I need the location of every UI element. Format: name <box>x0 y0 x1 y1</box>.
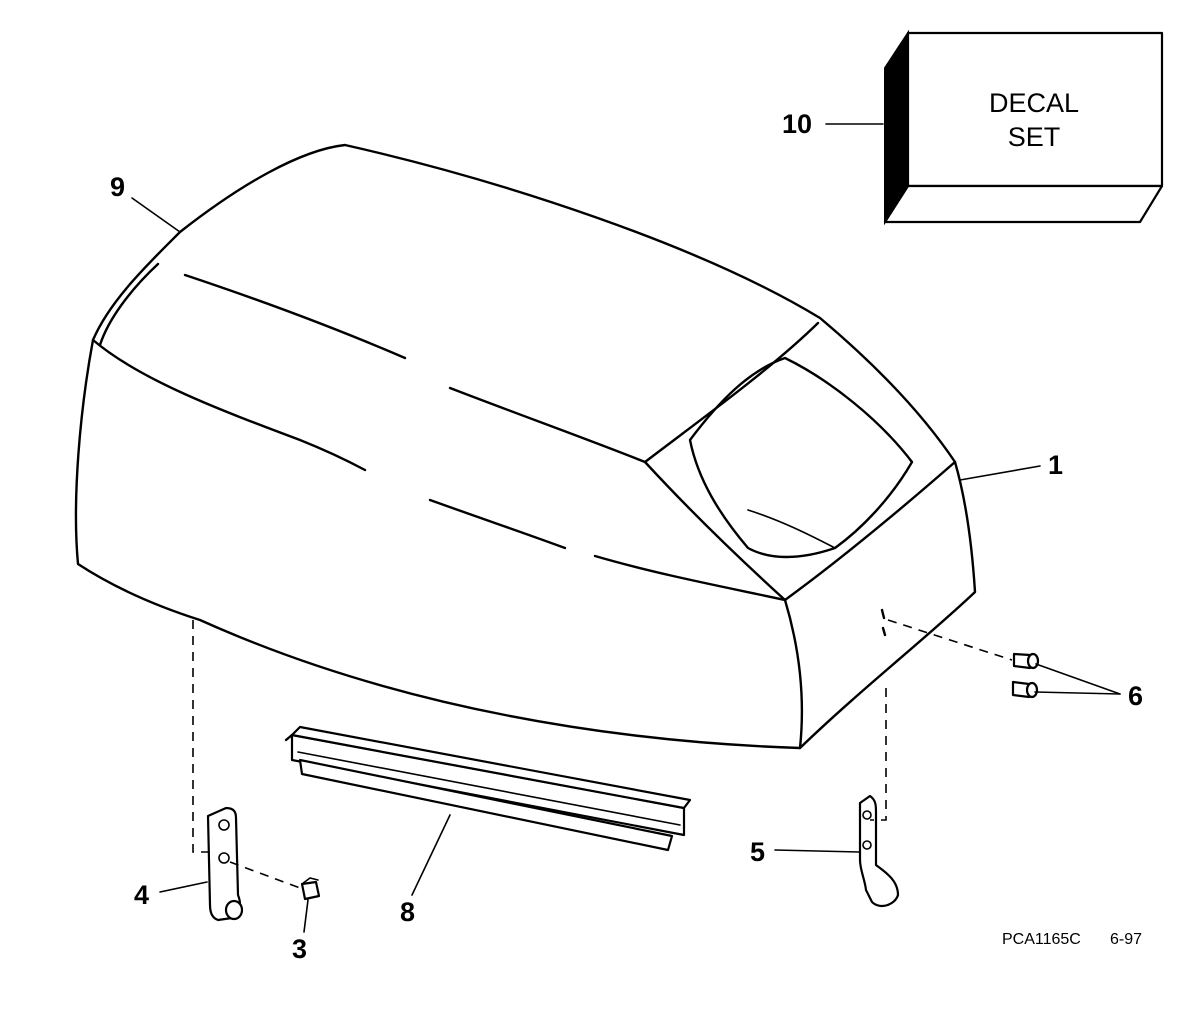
seal-strip <box>284 725 692 852</box>
figure-date: 6-97 <box>1110 931 1142 948</box>
right-bracket <box>858 794 900 908</box>
decal-label-line1: DECAL <box>989 88 1079 118</box>
assembly-lines <box>192 619 1013 889</box>
callout-6: 6 <box>1128 681 1143 711</box>
callout-numbers: 1 3 4 5 6 8 9 10 <box>110 109 1143 964</box>
callout-8: 8 <box>400 897 415 927</box>
decal-label-line2: SET <box>1008 122 1061 152</box>
rivets <box>1011 652 1040 699</box>
callout-10: 10 <box>782 109 812 139</box>
left-bracket <box>206 806 244 922</box>
callout-1: 1 <box>1048 450 1063 480</box>
callout-4: 4 <box>134 880 149 910</box>
engine-cover <box>74 143 977 750</box>
callout-3: 3 <box>292 934 307 964</box>
leader-lines <box>131 123 1121 933</box>
screw <box>300 877 321 901</box>
decal-set-box: DECAL SET <box>883 29 1164 226</box>
callout-5: 5 <box>750 837 765 867</box>
figure-code: PCA1165C <box>1002 931 1081 948</box>
callout-9: 9 <box>110 172 125 202</box>
